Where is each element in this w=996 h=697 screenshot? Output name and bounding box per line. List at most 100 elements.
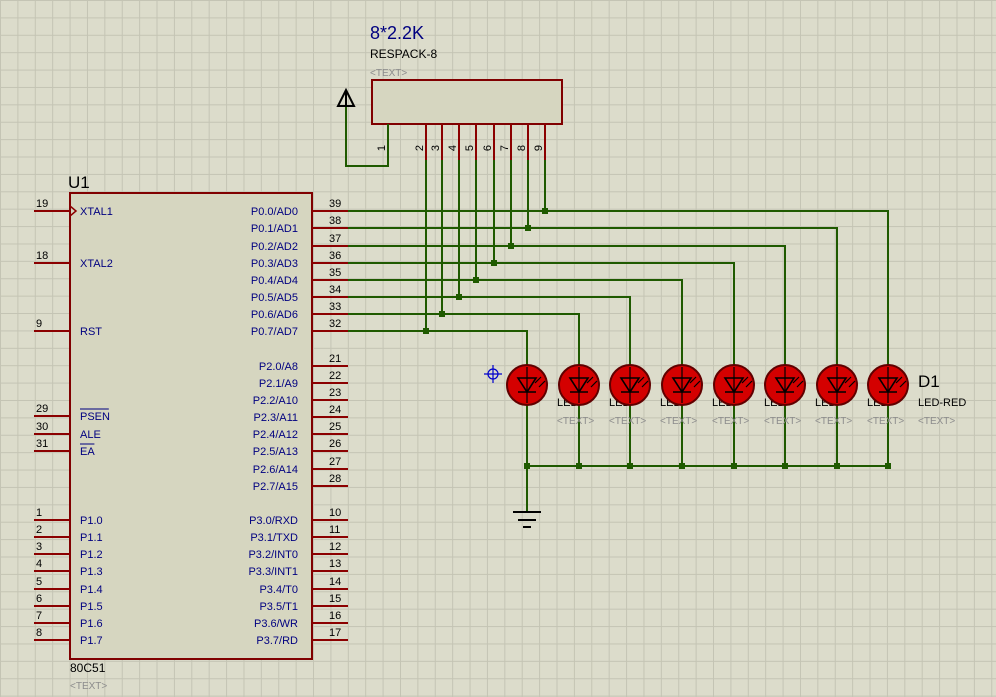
pin-label: P1.1 xyxy=(80,532,103,544)
pin-number: 9 xyxy=(36,318,42,330)
mcu-body[interactable] xyxy=(69,192,313,660)
pin-number: 31 xyxy=(36,438,48,450)
pin-number: 39 xyxy=(329,198,341,210)
pin-number: 25 xyxy=(329,421,341,433)
led-1[interactable]: LED<TEXT> xyxy=(506,364,594,427)
pin-number: 7 xyxy=(36,610,42,622)
mcu-pin-p1-0[interactable]: 1P1.0 xyxy=(34,507,103,527)
led-text-placeholder: <TEXT> xyxy=(660,416,697,427)
pin-number: 18 xyxy=(36,250,48,262)
pin-label: P2.2/A10 xyxy=(253,395,298,407)
pin-label: P0.1/AD1 xyxy=(251,223,298,235)
mcu-pin-p1-5[interactable]: 6P1.5 xyxy=(34,593,103,613)
pin-number: 1 xyxy=(36,507,42,519)
respack-pin-number: 5 xyxy=(464,145,476,151)
pin-label: P2.7/A15 xyxy=(253,481,298,493)
resistor-value-label: 8*2.2K xyxy=(370,23,424,43)
resistor-text-placeholder: <TEXT> xyxy=(370,68,407,79)
pin-number: 3 xyxy=(36,541,42,553)
pin-number: 22 xyxy=(329,370,341,382)
mcu-pin-p1-2[interactable]: 3P1.2 xyxy=(34,541,103,561)
pin-label: P0.6/AD6 xyxy=(251,309,298,321)
pin-label: P2.0/A8 xyxy=(259,361,298,373)
pin-label: P3.4/T0 xyxy=(259,584,298,596)
pin-label: P3.0/RXD xyxy=(249,515,298,527)
pin-label: P1.0 xyxy=(80,515,103,527)
mcu-pin-p1-6[interactable]: 7P1.6 xyxy=(34,610,103,630)
pin-number: 19 xyxy=(36,198,48,210)
pin-label: PSEN xyxy=(80,411,110,423)
respack-pin-number: 4 xyxy=(447,145,459,151)
led-4[interactable]: LED<TEXT> xyxy=(661,364,749,427)
led-text-placeholder: <TEXT> xyxy=(557,416,594,427)
mcu-ref-label: U1 xyxy=(68,173,90,192)
pin-label: ALE xyxy=(80,429,101,441)
ground-symbol[interactable] xyxy=(513,466,541,528)
pin-label: P1.2 xyxy=(80,549,103,561)
led-8[interactable]: LED-RED<TEXT> xyxy=(867,364,966,427)
pin-number: 11 xyxy=(329,524,340,536)
pin-number: 5 xyxy=(36,576,42,588)
pin-label: P3.2/INT0 xyxy=(248,549,298,561)
mcu-pin-p1-4[interactable]: 5P1.4 xyxy=(34,576,103,596)
pin-label: P0.4/AD4 xyxy=(251,275,298,287)
mcu-80c51[interactable]: U1 80C51 <TEXT> 19XTAL118XTAL29RST29PSEN… xyxy=(34,173,348,692)
mcu-pin-p1-7[interactable]: 8P1.7 xyxy=(34,627,103,647)
led-array[interactable]: LED<TEXT>LED<TEXT>LED<TEXT>LED<TEXT>LED<… xyxy=(506,364,966,427)
respack-pin-number: 9 xyxy=(533,145,545,151)
mcu-part-label: 80C51 xyxy=(70,661,106,675)
pin-label: EA xyxy=(80,446,95,458)
respack-pin-number: 1 xyxy=(376,145,388,151)
mcu-text-placeholder: <TEXT> xyxy=(70,681,107,692)
mcu-pin-p1-1[interactable]: 2P1.1 xyxy=(34,524,103,544)
led-3[interactable]: LED<TEXT> xyxy=(609,364,697,427)
pin-label: P0.3/AD3 xyxy=(251,258,298,270)
led-ref-label: D1 xyxy=(918,372,940,391)
pin-number: 2 xyxy=(36,524,42,536)
led-text-placeholder: <TEXT> xyxy=(609,416,646,427)
respack-pin-number: 3 xyxy=(430,145,442,151)
pin-number: 30 xyxy=(36,421,48,433)
pin-label: P2.5/A13 xyxy=(253,446,298,458)
pin-label: P1.4 xyxy=(80,584,103,596)
mcu-pin-p1-3[interactable]: 4P1.3 xyxy=(34,558,103,578)
pin-number: 14 xyxy=(329,576,341,588)
led-2[interactable]: LED<TEXT> xyxy=(558,364,646,427)
resistor-body[interactable] xyxy=(371,79,563,125)
pin-number: 4 xyxy=(36,558,42,570)
pin-label: RST xyxy=(80,326,102,338)
power-terminal[interactable] xyxy=(336,87,389,167)
